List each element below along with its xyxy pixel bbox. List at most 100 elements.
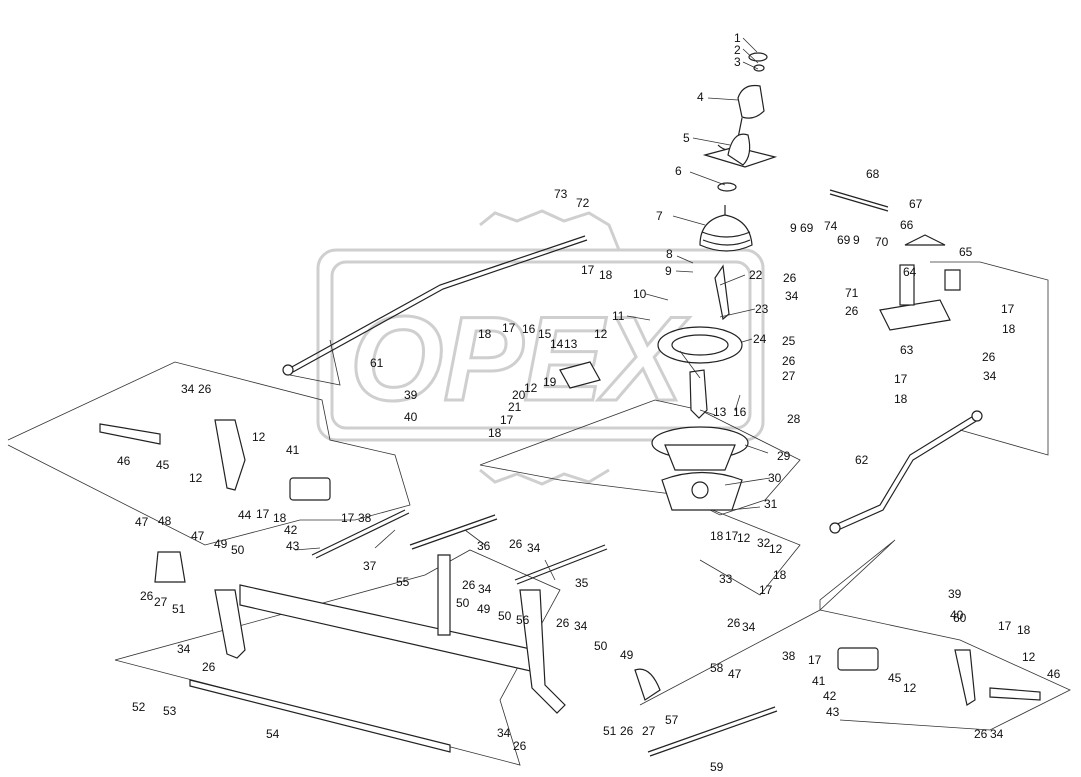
label-62: 62: [855, 453, 869, 467]
label-69a: 69: [800, 221, 814, 235]
label-42b: 42: [823, 689, 837, 703]
label-67: 67: [909, 197, 923, 211]
label-1: 1: [734, 31, 741, 45]
label-34b: 34: [177, 642, 191, 656]
shift-lever-assembly: [699, 52, 778, 321]
label-30: 30: [768, 471, 782, 485]
label-54: 54: [266, 727, 280, 741]
label-59: 59: [710, 760, 724, 774]
label-35: 35: [575, 576, 589, 590]
label-12c: 12: [252, 430, 266, 444]
label-32: 32: [757, 536, 771, 550]
label-34a: 34: [181, 382, 195, 396]
label-45a: 45: [156, 458, 170, 472]
label-41a: 41: [286, 443, 300, 457]
label-36: 36: [477, 539, 491, 553]
label-74: 74: [824, 219, 838, 233]
label-43b: 43: [826, 705, 840, 719]
label-17j: 17: [1001, 302, 1015, 316]
label-58: 58: [710, 661, 724, 675]
label-43a: 43: [286, 539, 300, 553]
label-27a: 27: [782, 369, 796, 383]
watermark-text: OPEX: [350, 292, 690, 426]
label-34c: 34: [527, 541, 541, 555]
label-26b: 26: [198, 382, 212, 396]
label-64: 64: [903, 265, 917, 279]
label-12a: 12: [594, 327, 608, 341]
label-31: 31: [764, 497, 778, 511]
label-38b: 38: [782, 649, 796, 663]
label-7: 7: [656, 209, 663, 223]
label-29: 29: [777, 449, 791, 463]
label-18e: 18: [710, 529, 724, 543]
label-51b: 51: [603, 724, 617, 738]
label-71: 71: [845, 286, 859, 300]
label-14: 14: [550, 337, 564, 351]
label-12h: 12: [903, 681, 917, 695]
label-56: 56: [516, 613, 530, 627]
label-39b: 39: [948, 587, 962, 601]
label-18h: 18: [1002, 322, 1016, 336]
label-27b: 27: [154, 595, 168, 609]
label-49b: 49: [477, 602, 491, 616]
label-18i: 18: [894, 392, 908, 406]
label-34f: 34: [497, 726, 511, 740]
label-19: 19: [543, 375, 557, 389]
label-25: 25: [782, 334, 796, 348]
label-44: 44: [238, 508, 252, 522]
label-47c: 47: [728, 667, 742, 681]
label-34j: 34: [983, 369, 997, 383]
label-17b: 17: [500, 413, 514, 427]
watermark: OPEX: [316, 209, 765, 486]
label-18d: 18: [273, 511, 287, 525]
label-4: 4: [697, 90, 704, 104]
label-18f: 18: [773, 568, 787, 582]
label-50a: 50: [231, 543, 245, 557]
label-26l: 26: [783, 271, 797, 285]
label-15: 15: [538, 327, 552, 341]
label-60: 60: [953, 611, 967, 625]
label-17k: 17: [894, 372, 908, 386]
label-18g: 18: [1017, 623, 1031, 637]
label-5: 5: [683, 131, 690, 145]
label-34g: 34: [742, 620, 756, 634]
label-69b: 69: [837, 233, 851, 247]
label-2: 2: [734, 43, 741, 57]
label-46b: 46: [1047, 667, 1061, 681]
label-50d: 50: [594, 639, 608, 653]
label-50c: 50: [498, 609, 512, 623]
label-46a: 46: [117, 454, 131, 468]
label-17c: 17: [581, 263, 595, 277]
label-55: 55: [396, 575, 410, 589]
label-34d: 34: [478, 582, 492, 596]
label-27c: 27: [642, 724, 656, 738]
label-47a: 47: [135, 515, 149, 529]
label-17f: 17: [725, 529, 739, 543]
label-26f: 26: [462, 578, 476, 592]
label-26k: 26: [974, 727, 988, 741]
label-38a: 38: [358, 511, 372, 525]
label-45b: 45: [888, 671, 902, 685]
label-47b: 47: [191, 529, 205, 543]
label-26m: 26: [845, 304, 859, 318]
label-26a: 26: [782, 354, 796, 368]
label-26e: 26: [509, 537, 523, 551]
label-52: 52: [132, 700, 146, 714]
label-18c: 18: [599, 268, 613, 282]
label-26g: 26: [556, 616, 570, 630]
leader-lines: [294, 37, 771, 581]
label-33: 33: [719, 572, 733, 586]
label-65: 65: [959, 245, 973, 259]
label-37: 37: [363, 559, 377, 573]
label-24: 24: [753, 332, 767, 346]
label-12e: 12: [737, 531, 751, 545]
label-21: 21: [508, 400, 522, 414]
shafts: [99, 234, 1041, 753]
label-40a: 40: [404, 410, 418, 424]
label-49a: 49: [214, 537, 228, 551]
label-40b: 40: [950, 608, 964, 622]
rods: [282, 189, 983, 757]
label-26n: 26: [982, 350, 996, 364]
label-48: 48: [158, 514, 172, 528]
